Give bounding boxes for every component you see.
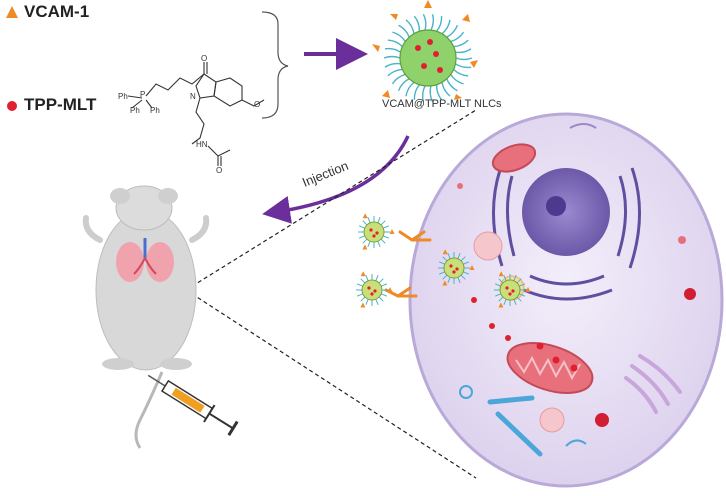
chem-nh-amide: HN: [196, 140, 208, 149]
mouse-illustration: [82, 185, 210, 449]
chem-o-ketone: O: [201, 54, 208, 63]
injection-arrow: [262, 135, 410, 224]
chem-o-amide: O: [216, 166, 223, 175]
legend-vcam-label: VCAM-1: [24, 2, 90, 21]
small-nanoparticles: [356, 213, 531, 308]
nanoparticle-large: [372, 0, 478, 103]
chem-n-indole: N: [190, 92, 196, 101]
small-nanoparticle: [358, 213, 395, 250]
vcam-triangle-icon: [6, 6, 18, 18]
cell-illustration: [408, 112, 724, 488]
tpp-mlt-structure: [127, 62, 265, 166]
grouping-bracket: [261, 11, 289, 119]
small-nanoparticle: [494, 271, 531, 308]
chem-ph-3: Ph: [150, 106, 160, 115]
syringe-illustration: [147, 374, 239, 436]
chem-ph-1: Ph: [118, 92, 128, 101]
small-nanoparticle: [438, 249, 475, 286]
legend-tpp-label: TPP-MLT: [24, 95, 97, 114]
chem-o-methoxy: O: [254, 100, 261, 109]
chem-ph-2: Ph: [130, 106, 140, 115]
nanoparticle-label: VCAM@TPP-MLT NLCs: [382, 98, 502, 110]
small-nanoparticle: [356, 271, 393, 308]
zoom-line-bottom: [185, 289, 477, 479]
zoom-line-top: [185, 109, 477, 291]
chem-p-atom: P: [140, 90, 146, 99]
tpp-dot-icon: [7, 101, 17, 111]
